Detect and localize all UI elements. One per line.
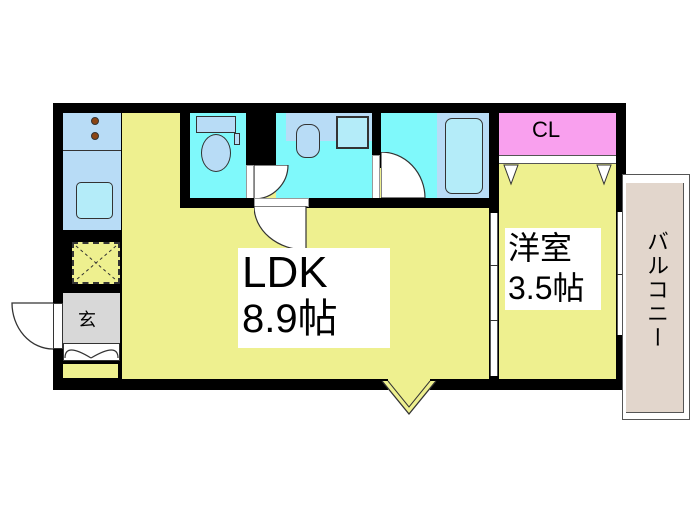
- step-area: [63, 364, 118, 378]
- storage-space: [72, 242, 120, 284]
- entrance-floor: [63, 293, 120, 343]
- ldk-label: LDK 8.9帖: [238, 248, 390, 348]
- bathtub-icon: [445, 118, 483, 194]
- pipe-shaft: [246, 113, 276, 165]
- stove-burner-icon: [91, 132, 99, 140]
- western-room-label: 洋室 3.5帖: [505, 228, 601, 310]
- western-room-name: 洋室: [508, 229, 573, 267]
- shoe-cabinet: [63, 343, 120, 361]
- bath-door-gap: [372, 155, 380, 200]
- ldk-room-name: LDK: [242, 248, 328, 297]
- toilet-handle: [234, 133, 240, 145]
- entrance-label: 玄: [78, 310, 96, 331]
- toilet-door-swing-icon: [254, 165, 289, 200]
- bay-window-icon: [381, 380, 437, 416]
- closet-door-track: [499, 156, 616, 164]
- closet-door-right-icon: [596, 164, 612, 186]
- sliding-door[interactable]: [490, 213, 498, 376]
- entrance-door-icon: [11, 302, 54, 350]
- toilet-tank: [196, 116, 236, 133]
- washbasin-icon: [296, 124, 320, 158]
- balcony-label: バルコニー: [643, 230, 668, 350]
- stove-burner-icon: [91, 117, 99, 125]
- toilet-door-gap: [246, 165, 254, 200]
- balcony-floor: [626, 183, 684, 413]
- bath-divider-wall: [372, 113, 381, 168]
- balcony-window-handle: [617, 274, 625, 275]
- closet: [499, 113, 616, 156]
- western-room-size: 3.5帖: [508, 270, 585, 306]
- washing-machine-icon: [336, 116, 369, 149]
- kitchen-divider: [63, 150, 121, 151]
- ldk-door-swing-icon: [254, 206, 307, 251]
- storage-cross-icon: [75, 245, 117, 281]
- closet-label: CL: [532, 117, 561, 142]
- shoe-cabinet-doors-icon: [64, 349, 119, 359]
- sink-icon: [76, 182, 113, 219]
- sliding-door-handle: [490, 320, 498, 321]
- toilet-bowl-icon: [201, 134, 231, 172]
- bath-door-swing-icon: [381, 152, 426, 199]
- sliding-door-handle: [490, 265, 498, 266]
- entrance-door-gap: [53, 303, 63, 349]
- wet-area-wall: [180, 198, 491, 208]
- wall-notch: [0, 390, 60, 420]
- toilet-left-wall: [180, 113, 190, 208]
- closet-door-left-icon: [503, 164, 519, 186]
- ldk-room-size: 8.9帖: [242, 297, 338, 341]
